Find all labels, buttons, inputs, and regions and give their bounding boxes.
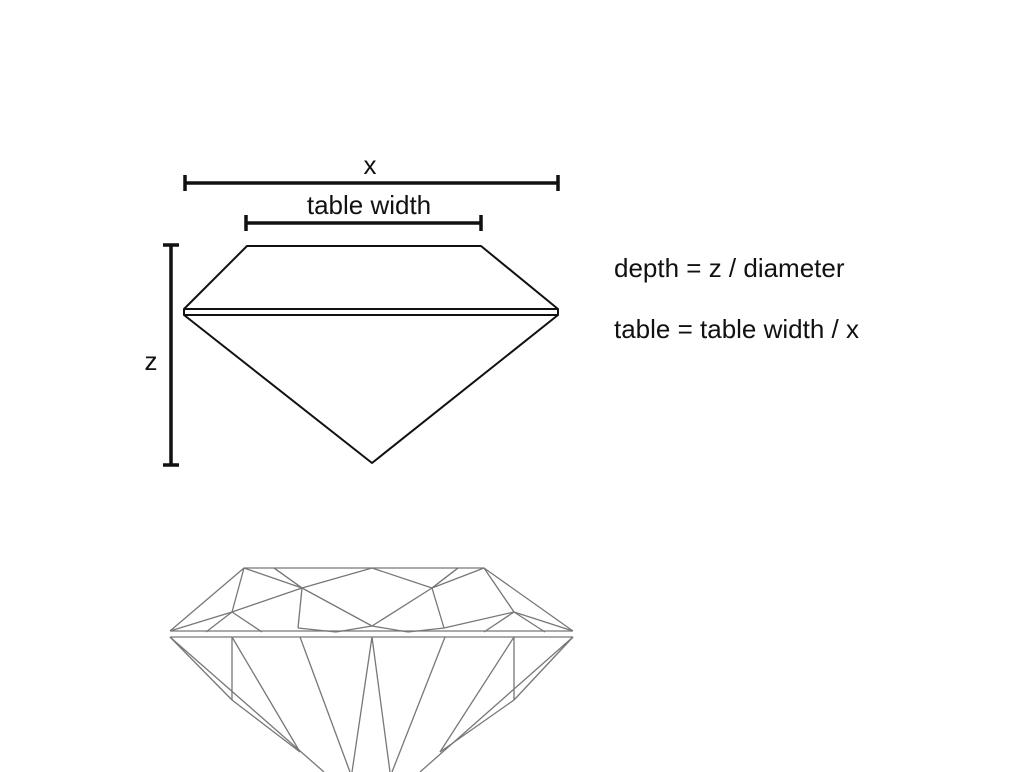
- table-formula: table = table width / x: [614, 314, 859, 344]
- table-width-dimension-bar: [244, 215, 483, 231]
- table-width-label: table width: [307, 190, 431, 220]
- z-label: z: [145, 346, 158, 376]
- x-dimension-bar: [183, 175, 560, 191]
- z-dimension-bar: [163, 243, 179, 467]
- diamond-wireframe-illustration: [169, 567, 574, 772]
- diamond-profile-outline: [183, 245, 559, 464]
- depth-formula: depth = z / diameter: [614, 253, 845, 283]
- x-label: x: [364, 150, 377, 180]
